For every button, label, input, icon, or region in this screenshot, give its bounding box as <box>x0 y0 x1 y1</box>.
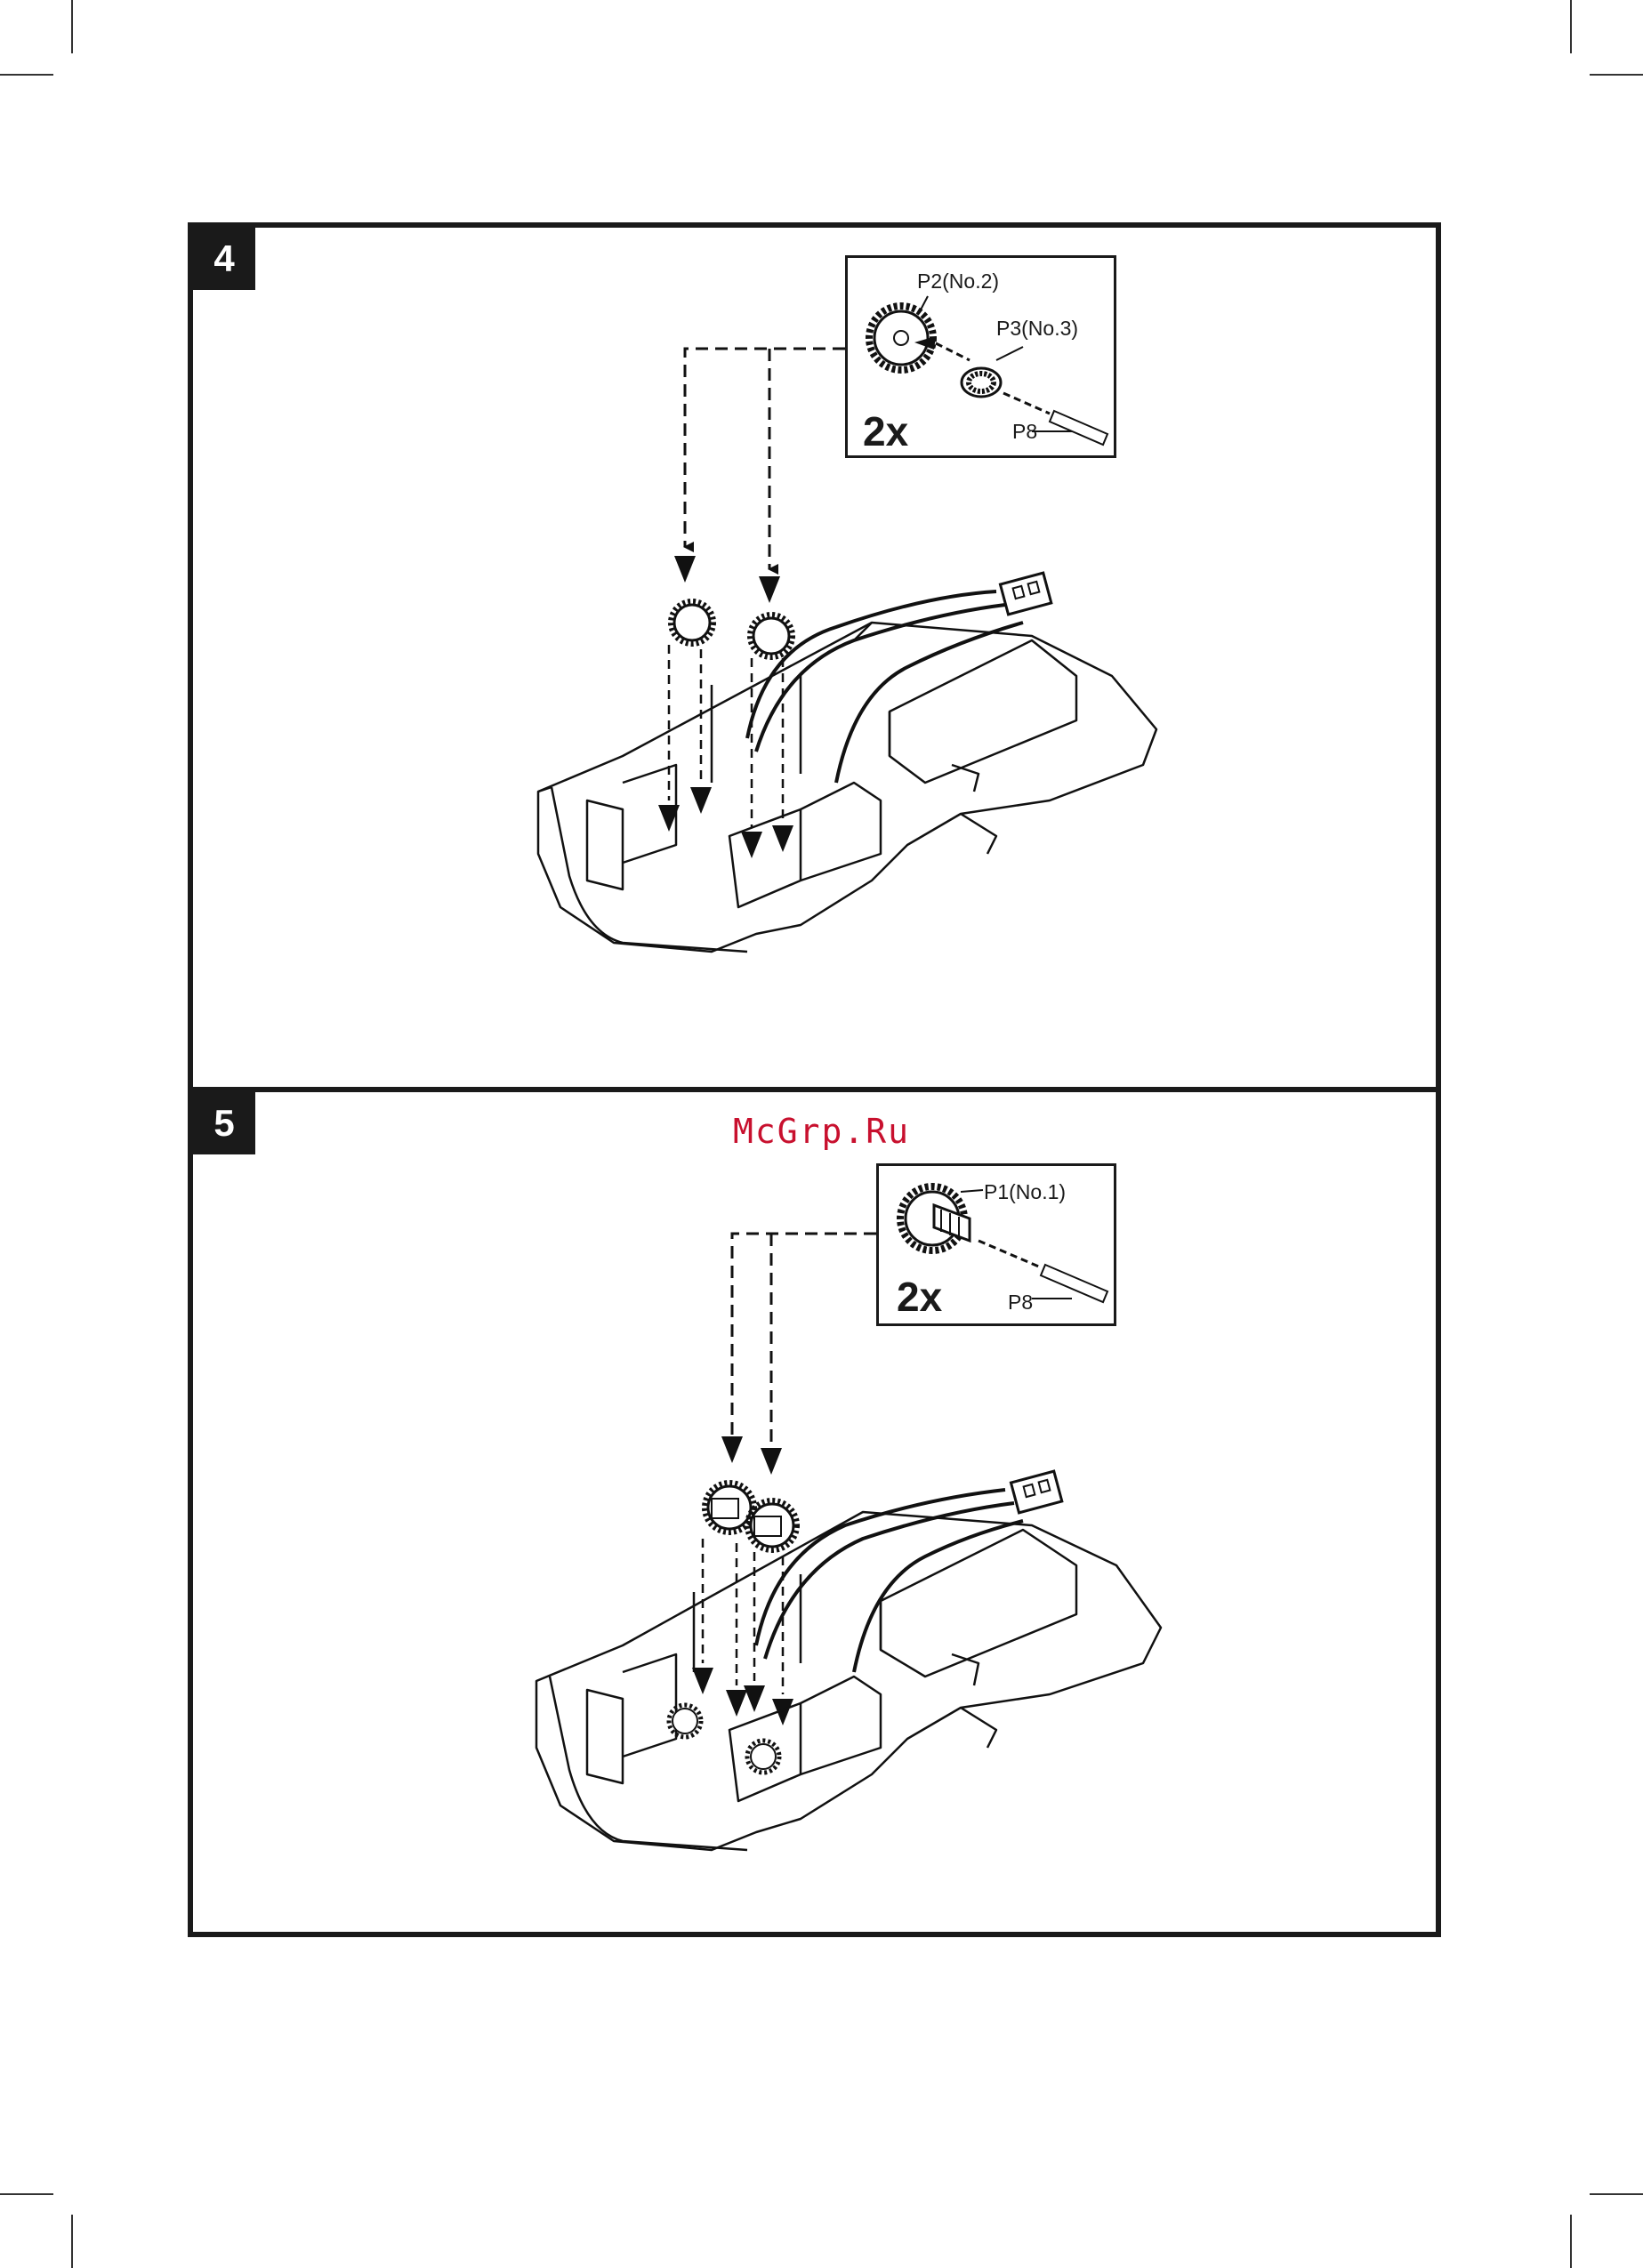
gear-p3-icon <box>962 368 1001 397</box>
connector-icon <box>1011 1471 1061 1513</box>
gear-icon <box>750 615 793 657</box>
gear-p1-icon <box>900 1186 970 1251</box>
step-4-drawing <box>538 296 1156 952</box>
gear-icon <box>747 1741 779 1773</box>
step-5-drawing <box>536 1186 1161 1850</box>
wire-harness <box>756 1490 1023 1672</box>
connector-icon <box>1000 573 1051 615</box>
pin-p8-icon <box>1050 411 1107 445</box>
gear-icon <box>747 1500 797 1550</box>
gear-icon <box>671 601 713 644</box>
gear-p2-icon <box>869 306 933 370</box>
pin-p8-icon <box>1041 1265 1107 1302</box>
gear-icon <box>705 1483 754 1532</box>
gear-icon <box>669 1705 701 1737</box>
motor-housing <box>538 623 1156 952</box>
motor-housing <box>536 1512 1161 1850</box>
